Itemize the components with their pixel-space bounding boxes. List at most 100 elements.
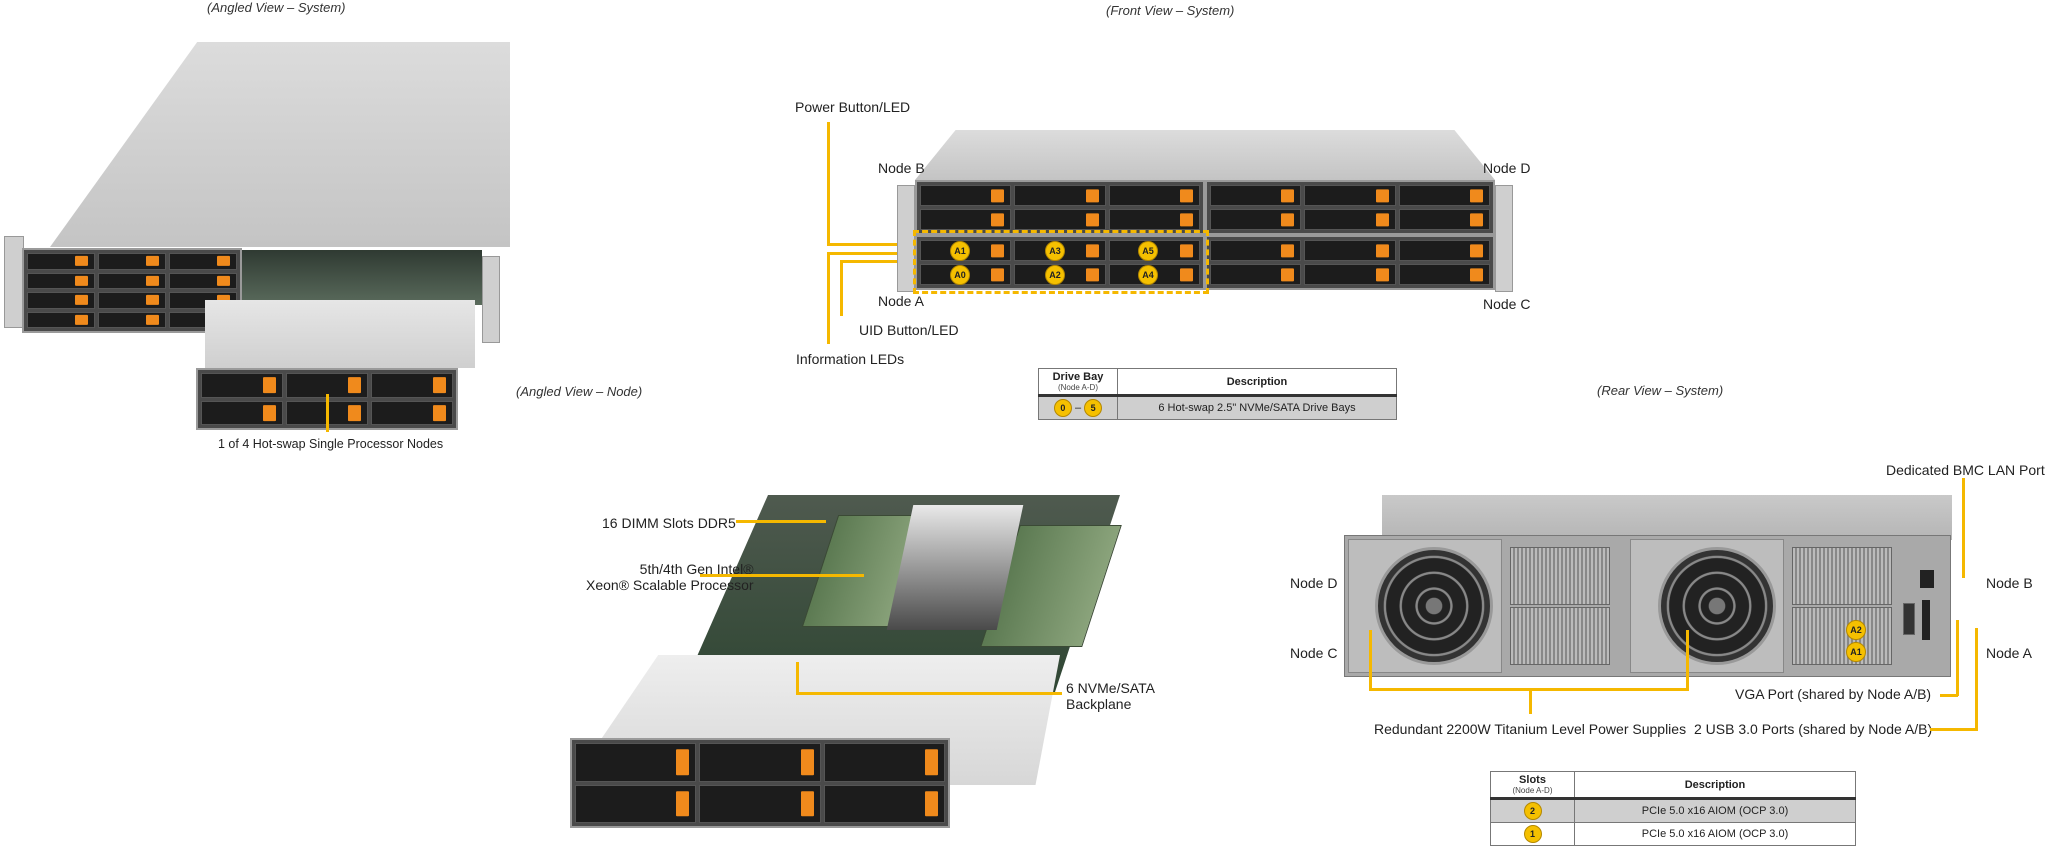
line-info-v <box>827 252 830 344</box>
bay-badge-a5: A5 <box>1138 241 1158 261</box>
usb-ports <box>1922 600 1930 640</box>
label-node-b-front: Node B <box>878 160 925 176</box>
drive-bay <box>1398 240 1490 261</box>
drive-bay-description: 6 Hot-swap 2.5" NVMe/SATA Drive Bays <box>1117 395 1397 420</box>
bay-range-sep: – <box>1074 401 1082 414</box>
chassis-top-cover <box>50 42 510 247</box>
line-uid-v <box>840 260 843 316</box>
drive-bay <box>1210 209 1302 230</box>
slot-1-description: PCIe 5.0 x16 AIOM (OCP 3.0) <box>1574 822 1856 846</box>
label-power-button: Power Button/LED <box>795 99 911 115</box>
rear-slots-node-b <box>1792 547 1892 605</box>
line-bmc <box>1962 478 1965 578</box>
drive-bay <box>27 253 95 270</box>
rear-system-image: A2 A1 <box>1340 495 1970 680</box>
drive-bay <box>575 743 697 782</box>
drive-bay <box>1304 209 1396 230</box>
line-backplane-h <box>796 692 1062 695</box>
label-backplane-line1: 6 NVMe/SATA <box>1066 680 1155 696</box>
label-node-a-front: Node A <box>878 293 924 309</box>
line-power-v <box>827 122 830 246</box>
line-vga-v <box>1956 620 1959 696</box>
front-chassis-top <box>915 130 1495 180</box>
bay-badge-a4: A4 <box>1138 265 1158 285</box>
label-node-d-rear: Node D <box>1290 575 1338 591</box>
front-system-image: A1 A3 A5 A0 A2 A4 <box>895 130 1515 295</box>
drive-bay-range: 0 – 5 <box>1038 395 1118 420</box>
drive-bay <box>98 311 166 328</box>
drive-bay-header-label: Drive Bay <box>1052 371 1104 383</box>
front-right-ear <box>1495 185 1513 292</box>
vga-port <box>1903 603 1915 635</box>
line-cpu <box>700 574 864 577</box>
drive-bay <box>1210 240 1302 261</box>
node-front-bays-detail <box>570 738 950 828</box>
label-usb-ports: 2 USB 3.0 Ports (shared by Node A/B) <box>1694 721 1933 737</box>
slots-header: Slots(Node A-D) <box>1490 771 1575 800</box>
angled-node-image <box>560 455 1160 853</box>
line-psu-h <box>1369 688 1689 691</box>
drive-bay <box>1304 240 1396 261</box>
slot-2-description: PCIe 5.0 x16 AIOM (OCP 3.0) <box>1574 798 1856 823</box>
label-node-c-rear: Node C <box>1290 645 1338 661</box>
node-a-highlight <box>913 230 1209 294</box>
exposed-motherboard <box>242 250 482 305</box>
slots-table: Slots(Node A-D) Description 2 PCIe 5.0 x… <box>1490 771 1856 846</box>
slots-description-header: Description <box>1574 771 1856 800</box>
psu-right-fan <box>1658 547 1776 665</box>
drive-bay <box>371 400 453 425</box>
drive-bay <box>1304 185 1396 206</box>
drive-bay <box>1304 264 1396 285</box>
bay-badge-a2: A2 <box>1045 265 1065 285</box>
psu-left-fan <box>1375 547 1493 665</box>
drive-bay <box>1398 185 1490 206</box>
label-power-supplies: Redundant 2200W Titanium Level Power Sup… <box>1374 721 1687 737</box>
drive-bay <box>27 292 95 309</box>
bay-badge-a0: A0 <box>950 265 970 285</box>
left-rack-ear <box>4 236 24 328</box>
bay-start-badge: 0 <box>1053 399 1072 417</box>
drive-bay <box>371 373 453 398</box>
slot-badge-a2: A2 <box>1846 620 1866 640</box>
drive-bay <box>699 743 821 782</box>
drive-bay <box>575 784 697 823</box>
slot-badge-a1: A1 <box>1846 642 1866 662</box>
drive-bay <box>920 185 1012 206</box>
label-node-c-front: Node C <box>1483 296 1531 312</box>
drive-bay-header-sub: (Node A-D) <box>1057 383 1098 392</box>
label-backplane-line2: Backplane <box>1066 696 1132 712</box>
slots-header-label: Slots <box>1519 774 1546 786</box>
label-cpu-line2: Xeon® Scalable Processor <box>586 577 754 593</box>
slot-1-badge: 1 <box>1523 825 1542 843</box>
line-psu-stem <box>1529 690 1532 714</box>
label-vga-port: VGA Port (shared by Node A/B) <box>1735 686 1932 702</box>
drive-bay <box>27 311 95 328</box>
drive-bay <box>1108 185 1200 206</box>
drive-bay <box>98 272 166 289</box>
line-usb-v <box>1975 628 1978 731</box>
label-information-leds: Information LEDs <box>796 351 905 367</box>
label-cpu: 5th/4th Gen Intel® Xeon® Scalable Proces… <box>586 561 754 593</box>
line-dimm <box>736 520 826 523</box>
drive-bay <box>169 253 237 270</box>
bay-badge-a1: A1 <box>950 241 970 261</box>
drive-bay <box>920 209 1012 230</box>
label-dimm-slots: 16 DIMM Slots DDR5 <box>602 515 736 531</box>
table-row: 1 PCIe 5.0 x16 AIOM (OCP 3.0) <box>1490 822 1856 846</box>
angled-system-image <box>0 0 520 460</box>
bay-badge-a3: A3 <box>1045 241 1065 261</box>
drive-bay <box>1398 264 1490 285</box>
front-bays-top-left <box>915 180 1205 235</box>
caption-angled-node: (Angled View – Node) <box>516 384 643 399</box>
drive-bay <box>201 373 283 398</box>
line-vga-h <box>1940 694 1958 697</box>
caption-front-system: (Front View – System) <box>1106 3 1235 18</box>
drive-bay <box>1398 209 1490 230</box>
rear-slots-node-c <box>1510 607 1610 665</box>
drive-bay <box>1014 185 1106 206</box>
label-bmc-lan: Dedicated BMC LAN Port <box>1886 462 2045 478</box>
drive-bay <box>169 272 237 289</box>
drive-bay <box>286 373 368 398</box>
rear-chassis-top <box>1382 495 1952 540</box>
drive-bay <box>823 784 945 823</box>
